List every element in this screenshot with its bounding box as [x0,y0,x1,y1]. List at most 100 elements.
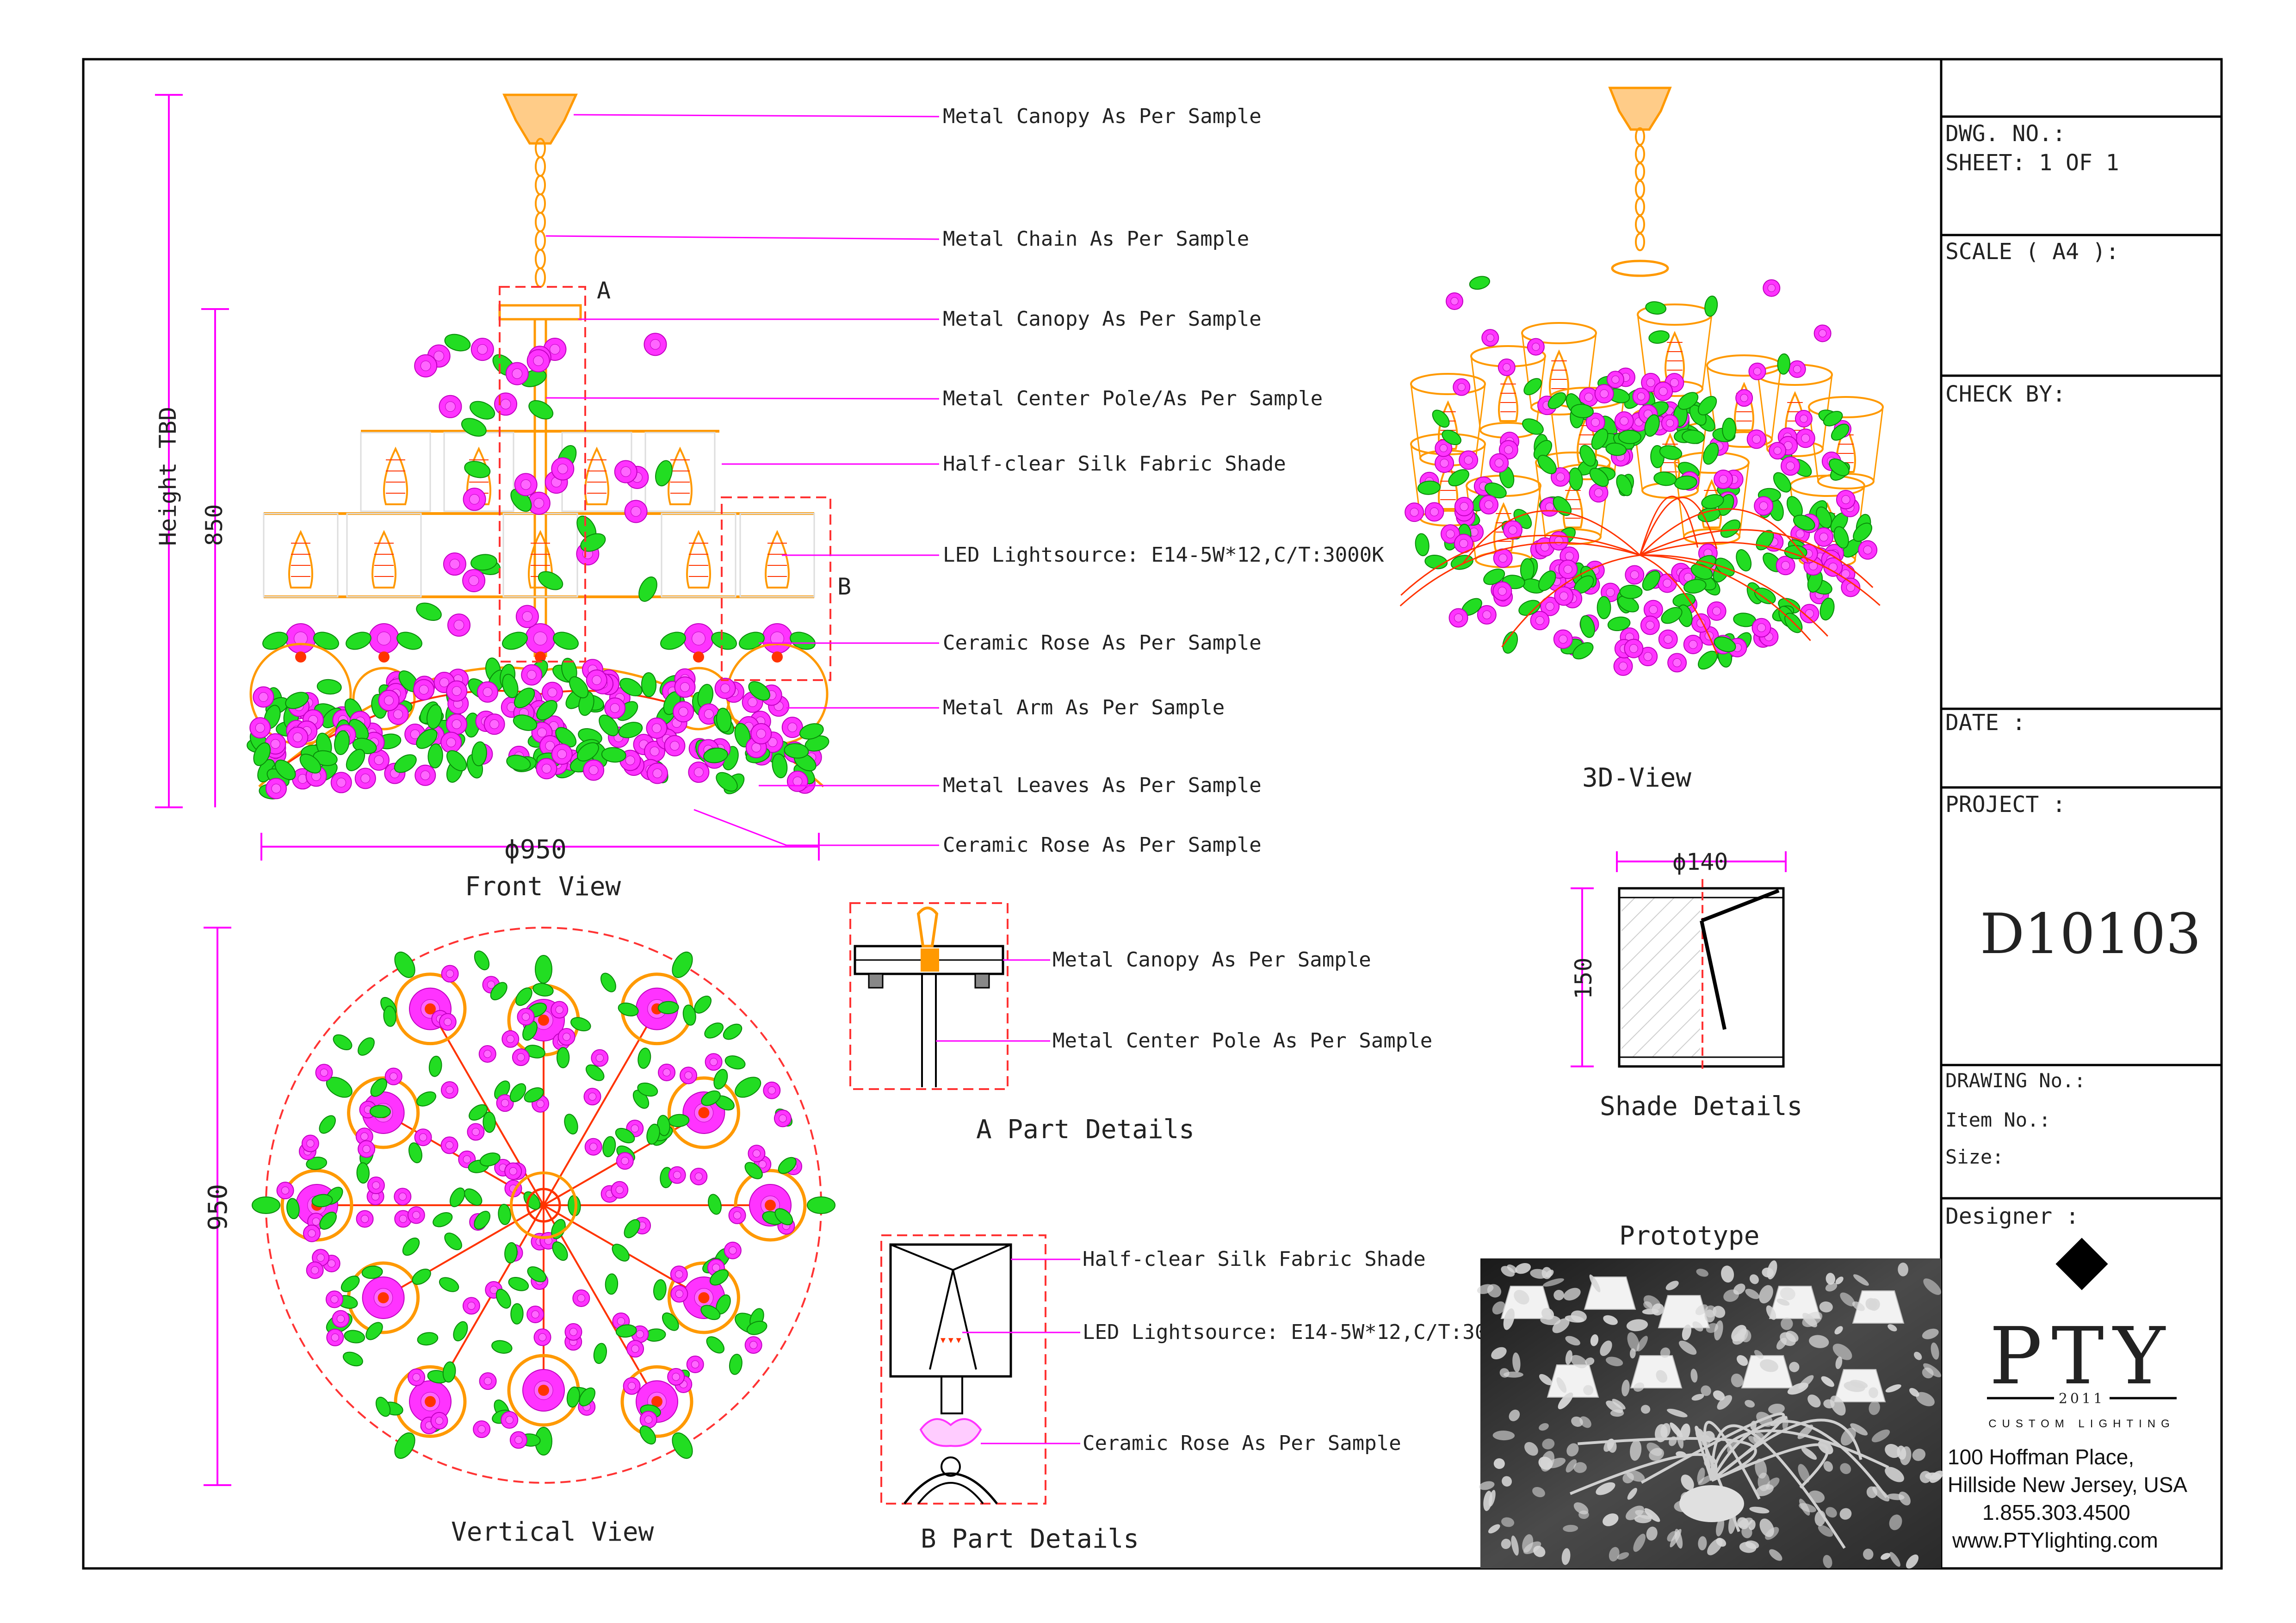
leaf-icon [807,1196,835,1214]
rose-center-icon [336,778,347,787]
leaf-photo [1589,1274,1601,1293]
rose-center-icon [328,1259,336,1268]
leaf-photo [1823,1461,1833,1472]
leaf-icon [615,1127,635,1144]
leaf-photo [1660,1423,1671,1438]
leaf-icon [361,1265,383,1279]
leaf-icon [319,1115,336,1134]
shade-side [1771,365,1782,440]
leaf-icon [570,1017,591,1032]
leaf-icon [408,1142,422,1164]
leaf-icon [724,1055,746,1070]
leaf-icon [427,743,443,768]
leaf-icon [1659,445,1683,460]
leaf-icon [579,1387,596,1406]
leaf-photo [1630,1440,1642,1461]
leaf-photo [1691,1394,1704,1401]
leaf-icon [286,1198,300,1220]
leaf-photo [1840,1427,1856,1446]
leaf-photo [1925,1472,1942,1480]
rose-center-icon [501,1099,509,1107]
leaf-photo [1818,1525,1833,1537]
bulb-icon [765,530,790,588]
leaf-photo [1636,1336,1648,1352]
callout-label: Ceramic Rose As Per Sample [1083,1431,1401,1455]
marker-b: B [837,573,851,600]
chain-link [535,212,546,232]
leaf-icon [672,951,693,978]
leaf-icon [672,1432,693,1459]
bulb-center [538,1015,549,1026]
rose-center-icon [691,1360,699,1369]
leaf-icon [553,632,579,650]
leaf-icon [1642,570,1660,591]
chain-link [1635,162,1645,181]
callout-leader [545,235,940,240]
leaf-photo [1906,1554,1919,1569]
leaf-icon [319,1211,337,1230]
rose-center-icon [1841,569,1850,578]
leaf-icon [694,996,712,1014]
leaf-photo [1533,1546,1546,1557]
leaf-photo [1543,1278,1564,1287]
leaf-icon [1773,472,1791,493]
leaf-photo [1633,1534,1646,1552]
leaf-icon [369,1105,391,1118]
leaf-icon [1645,301,1667,315]
leaf-icon [1823,411,1843,427]
shade-dim-h: 150 [1570,958,1597,999]
bulb-center [425,1396,436,1407]
leaf-photo [1600,1340,1612,1356]
height-dimension [155,94,229,808]
leaf-icon [739,632,765,650]
rose-center-icon [1611,375,1620,384]
leaf-icon [1683,579,1707,594]
leaf-photo [1656,1370,1668,1383]
leaf-photo [1799,1499,1810,1516]
bulb-center [651,1396,662,1407]
leaf-photo [1499,1368,1510,1378]
project-label: PROJECT : [1945,792,2066,818]
leaf-photo [1776,1298,1790,1306]
collar [1611,260,1669,277]
rose-center-icon [505,1416,514,1424]
leaf-icon [1597,596,1611,619]
rose-center-icon [1594,488,1603,497]
leaf-icon [1520,558,1535,582]
rose-center-icon [1659,387,1668,396]
leaf-photo [1563,1524,1578,1532]
leaf-icon [1853,522,1873,542]
leaf-icon [637,1082,658,1097]
leaf-icon [306,1157,328,1170]
leaf-icon [708,1194,722,1215]
leaf-icon [682,1004,696,1026]
front-view [247,93,829,799]
callout-label: Metal Canopy As Per Sample [943,105,1262,128]
rose-center-icon [517,1053,525,1061]
leaf-photo [1652,1303,1664,1316]
leaf-photo [1565,1350,1572,1365]
leaf-photo [1834,1326,1843,1335]
leaf-photo [1479,1481,1495,1490]
rose-center-icon [336,1315,345,1323]
leaf-photo [1733,1283,1745,1295]
leaf-icon [1523,378,1542,396]
leaf-photo [1745,1400,1755,1408]
rose-center-icon [330,1295,339,1304]
shade-ring [620,1365,693,1438]
leaf-photo [1512,1352,1521,1373]
rose-center-icon [1712,607,1721,616]
leaf-icon [311,1194,333,1208]
bulb-center [425,1003,436,1015]
leaf-photo [1492,1431,1515,1441]
rose-center-icon [547,688,557,698]
leaf-icon [704,1022,724,1039]
rose-center-icon [767,737,778,747]
rose-center-icon [293,732,303,742]
size-label: Size: [1945,1146,2004,1168]
leaf-icon [346,632,371,650]
leaf-photo [1767,1260,1777,1280]
detail-a-box [499,286,586,663]
rose-center-icon [471,1127,480,1136]
